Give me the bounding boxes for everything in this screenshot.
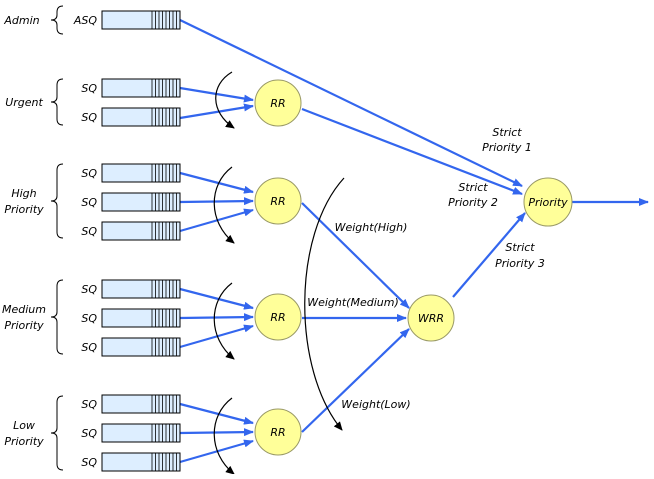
queue-box xyxy=(101,423,181,443)
queue-box xyxy=(101,107,181,127)
queue-box xyxy=(101,279,181,299)
arrow-medium-sq1-to-rr xyxy=(179,287,254,310)
brace-medium xyxy=(50,279,64,355)
queue-label: SQ xyxy=(81,456,97,469)
queue-label: SQ xyxy=(81,167,97,180)
queue-label: SQ xyxy=(81,427,97,440)
braces xyxy=(50,5,64,471)
rr-medium-label: RR xyxy=(270,311,285,324)
wrr-rotation-arc xyxy=(304,177,345,431)
edge-labels: Strict Priority 1 Strict Priority 2 Stri… xyxy=(307,126,545,411)
queue-3-2: SQ xyxy=(81,337,181,357)
queue-3-1: SQ xyxy=(81,308,181,328)
queue-box xyxy=(101,394,181,414)
brace-high xyxy=(50,163,64,239)
brace-low xyxy=(50,395,64,471)
arrow-low-sq3-to-rr xyxy=(179,439,254,464)
arrow-wrr-to-priority xyxy=(452,212,526,298)
strict-priority-3-label-2: Priority 3 xyxy=(495,257,545,270)
queue-4-2: SQ xyxy=(81,452,181,472)
arrow-low-sq1-to-rr xyxy=(179,402,254,425)
group-label-medium: Medium xyxy=(2,303,46,316)
queue-2-1: SQ xyxy=(81,192,181,212)
queue-box xyxy=(101,337,181,357)
rr-high-label: RR xyxy=(270,195,285,208)
group-label-urgent: Urgent xyxy=(5,96,43,109)
queue-box xyxy=(101,452,181,472)
rr-low-label: RR xyxy=(270,426,285,439)
weight-low-label: Weight(Low) xyxy=(341,398,410,411)
arrow-medium-sq2-to-rr xyxy=(179,313,254,322)
queue-4-1: SQ xyxy=(81,423,181,443)
queue-label: SQ xyxy=(81,398,97,411)
arrows xyxy=(179,19,649,464)
queue-label: SQ xyxy=(81,312,97,325)
queue-box xyxy=(101,10,181,30)
arrow-low-sq2-to-rr xyxy=(179,428,254,437)
queue-box xyxy=(101,78,181,98)
rr-low-rotation-arc xyxy=(213,397,235,475)
strict-priority-1-label-2: Priority 1 xyxy=(482,141,532,154)
arrow-urgent-sq2-to-rr xyxy=(179,103,254,120)
queue-1-1: SQ xyxy=(81,107,181,127)
rr-urgent-rotation-arc xyxy=(215,71,235,129)
queue-3-0: SQ xyxy=(81,279,181,299)
group-label-low-2: Priority xyxy=(4,435,44,448)
queue-label: SQ xyxy=(81,196,97,209)
arrow-rr-high-to-wrr xyxy=(301,202,410,309)
group-label-admin: Admin xyxy=(3,14,39,27)
strict-priority-1-label: Strict xyxy=(492,126,522,139)
group-label-medium-2: Priority xyxy=(4,319,44,332)
rr-urgent-label: RR xyxy=(270,97,285,110)
queue-2-2: SQ xyxy=(81,221,181,241)
brace-admin xyxy=(50,5,64,35)
rr-high-node: RR xyxy=(254,177,302,225)
strict-priority-2-label-2: Priority 2 xyxy=(448,196,498,209)
arrow-rr-low-to-wrr xyxy=(301,328,410,433)
group-label-high: High xyxy=(11,187,36,200)
arrow-high-sq3-to-rr xyxy=(179,208,254,233)
queue-label: SQ xyxy=(81,111,97,124)
queue-4-0: SQ xyxy=(81,394,181,414)
queue-label: SQ xyxy=(81,225,97,238)
strict-priority-3-label: Strict xyxy=(505,241,535,254)
weight-high-label: Weight(High) xyxy=(335,221,408,234)
rr-high-rotation-arc xyxy=(213,166,235,244)
priority-label: Priority xyxy=(528,196,568,209)
queue-box xyxy=(101,192,181,212)
queue-box xyxy=(101,308,181,328)
wrr-node: WRR xyxy=(407,294,455,342)
queues: ASQ SQ SQ SQ SQ SQ SQ SQ SQ SQ SQ SQ xyxy=(73,10,181,472)
rr-urgent-node: RR xyxy=(254,79,302,127)
arrow-rr-urgent-to-priority xyxy=(301,107,523,196)
arrow-medium-sq3-to-rr xyxy=(179,324,254,349)
arrow-admin-to-priority xyxy=(179,19,523,187)
rr-low-node: RR xyxy=(254,408,302,456)
queue-1-0: SQ xyxy=(81,78,181,98)
wrr-label: WRR xyxy=(418,312,444,325)
nodes: RR RR RR RR WRR Priority xyxy=(254,79,573,456)
queue-label: ASQ xyxy=(73,14,98,27)
strict-priority-2-label: Strict xyxy=(458,181,488,194)
queue-box xyxy=(101,221,181,241)
group-label-low: Low xyxy=(13,419,35,432)
queue-box xyxy=(101,163,181,183)
rr-arcs xyxy=(213,71,345,475)
queue-2-0: SQ xyxy=(81,163,181,183)
group-label-high-2: Priority xyxy=(4,203,44,216)
queue-label: SQ xyxy=(81,283,97,296)
rr-medium-rotation-arc xyxy=(213,282,235,360)
weight-medium-label: Weight(Medium) xyxy=(307,296,399,309)
queue-0-0: ASQ xyxy=(73,10,181,30)
queue-label: SQ xyxy=(81,341,97,354)
priority-node: Priority xyxy=(523,177,573,227)
rr-medium-node: RR xyxy=(254,293,302,341)
queue-label: SQ xyxy=(81,82,97,95)
group-labels: Admin Urgent High Priority Medium Priori… xyxy=(2,14,46,448)
brace-urgent xyxy=(50,78,64,126)
arrow-high-sq2-to-rr xyxy=(179,197,254,206)
arrow-high-sq1-to-rr xyxy=(179,171,254,194)
